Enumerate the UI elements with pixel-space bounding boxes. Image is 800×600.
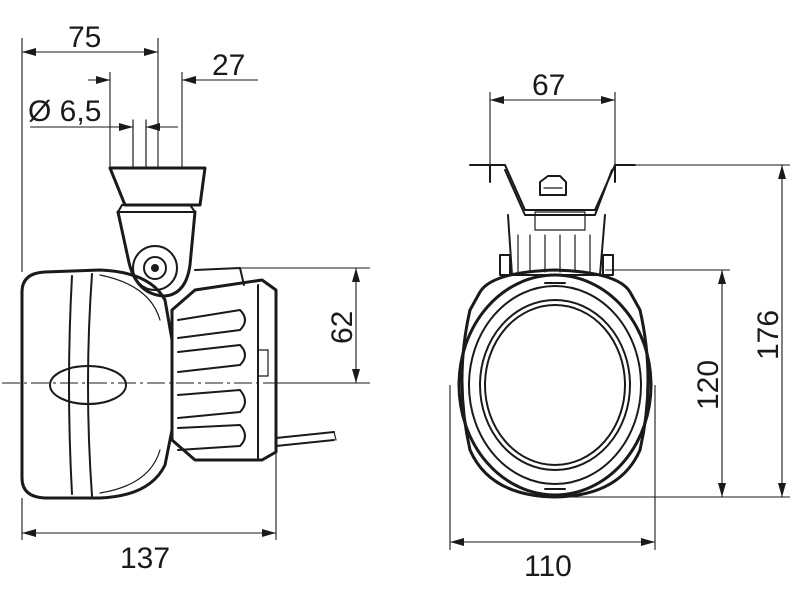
side-fin-3: [177, 389, 246, 419]
dim-120-arrow-bottom: [718, 483, 726, 497]
front-lens-inner: [484, 304, 626, 466]
dim-137-arrow-right: [262, 529, 276, 537]
dim-75-arrow-right: [144, 48, 158, 56]
front-housing: [460, 268, 650, 499]
side-cable-end: [333, 431, 337, 441]
side-pivot-ring: [132, 245, 178, 291]
side-housing-contour-top: [99, 274, 161, 321]
dim-110-arrow-left: [450, 538, 464, 546]
side-housing-rear: [20, 268, 174, 500]
front-side-knob-right: [602, 254, 614, 276]
dim-75-arrow-left: [22, 48, 36, 56]
dim-137-label: 137: [120, 542, 170, 575]
side-bezel-inner: [87, 273, 93, 497]
side-bracket-top: [108, 166, 207, 207]
dim-27-arrow-left: [96, 76, 110, 84]
dim-75-label: 75: [68, 21, 101, 54]
front-view: 67 176 120 110: [449, 69, 790, 583]
side-bezel-outer: [68, 275, 73, 495]
dim-110-arrow-right: [641, 538, 655, 546]
side-oval-emblem: [49, 365, 127, 405]
front-bezel-outer: [457, 273, 653, 497]
dim-67-arrow-left: [490, 96, 504, 104]
side-fin-2: [177, 344, 246, 373]
dim-d65-arrow-right: [146, 123, 160, 131]
dim-67-arrow-right: [601, 96, 615, 104]
dim-62-arrow-top: [352, 268, 360, 282]
front-lens-outer: [479, 299, 631, 471]
dim-176-arrow-top: [778, 165, 786, 179]
dim-176-label: 176: [752, 310, 785, 360]
dim-d65-label: Ø 6,5: [28, 95, 101, 128]
dim-120-label: 120: [692, 360, 725, 410]
side-cable-bottom: [275, 439, 335, 447]
front-nut: [539, 175, 567, 196]
side-tab: [257, 349, 269, 377]
front-swivel-clamp: [534, 211, 586, 231]
side-bracket-arm: [116, 210, 197, 298]
dim-137-arrow-left: [22, 529, 36, 537]
front-side-knob-left: [499, 254, 511, 276]
front-bezel-mid: [468, 285, 642, 485]
dim-67-label: 67: [532, 69, 565, 102]
front-swivel-ribs: [517, 234, 591, 273]
dim-62-arrow-bottom: [352, 369, 360, 383]
dim-120-arrow-top: [718, 270, 726, 284]
side-cable-top: [275, 431, 335, 439]
side-pivot-bolt: [143, 256, 167, 280]
dim-110-label: 110: [524, 550, 572, 583]
dim-27-arrow-right: [182, 76, 196, 84]
dim-27-label: 27: [212, 49, 245, 82]
side-pivot-center: [151, 264, 159, 272]
side-fin-1: [177, 309, 246, 339]
dim-176-arrow-bottom: [778, 483, 786, 497]
dim-d65-arrow-left: [119, 123, 133, 131]
front-bracket-inner: [504, 169, 613, 216]
side-fin-4: [177, 424, 246, 451]
side-view: 75 27 Ø 6,5 62 137: [2, 21, 370, 575]
dim-62-label: 62: [326, 311, 359, 344]
side-housing-contour-bottom: [99, 449, 161, 494]
